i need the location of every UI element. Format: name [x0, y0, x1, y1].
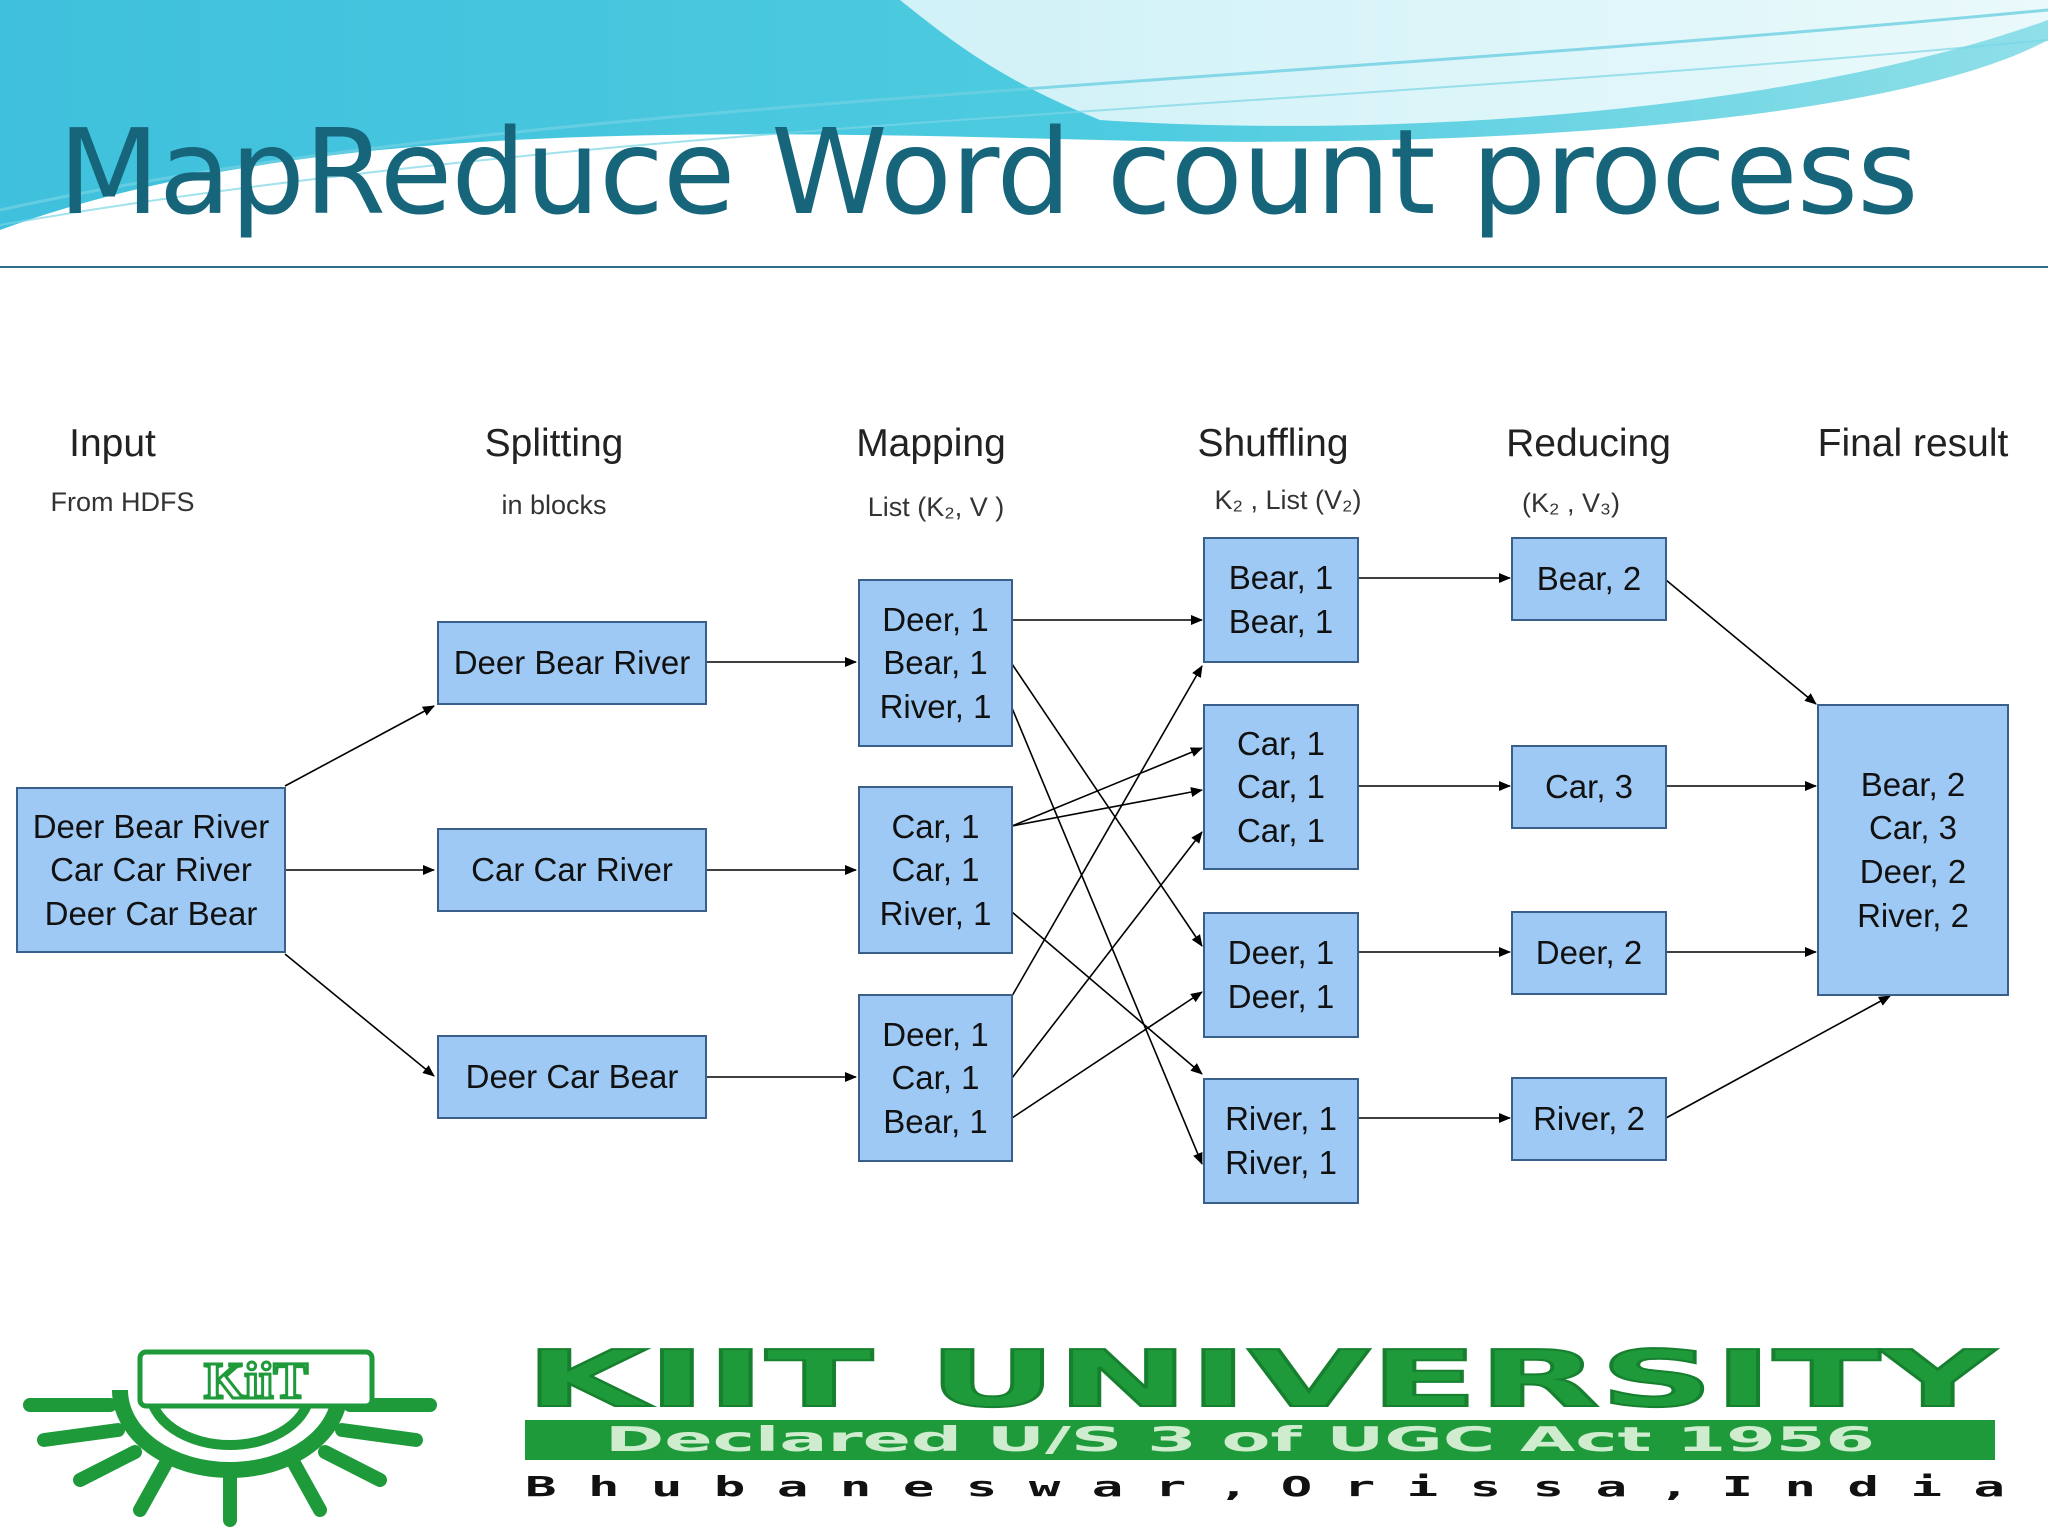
node-shuffle-bear: Bear, 1 Bear, 1: [1203, 537, 1359, 663]
node-split-2-line: Car Car River: [471, 851, 673, 889]
node-final-line-1: Bear, 2: [1860, 765, 1966, 803]
arrow-map3-deer: [1011, 665, 1203, 997]
stage-subtitle-shuffling: K₂ , List (V₂): [1214, 485, 1362, 515]
node-reduce-river-line: River, 2: [1533, 1100, 1645, 1138]
node-split-1-line: Deer Bear River: [453, 644, 691, 682]
node-map-3-line-3: Bear, 1: [883, 1102, 988, 1140]
node-reduce-car-line: Car, 3: [1544, 768, 1634, 806]
node-map-1: Deer, 1 Bear, 1 River, 1: [858, 579, 1013, 747]
node-shuffle-car-line-2: Car, 1: [1236, 768, 1326, 806]
node-shuffle-river-line-1: River, 1: [1225, 1100, 1337, 1138]
node-shuffle-bear-line-1: Bear, 1: [1228, 559, 1334, 597]
node-final-line-2: Car, 3: [1868, 809, 1958, 847]
kiit-tagline: Declared U/S 3 of UGC Act 1956: [605, 1420, 1875, 1460]
node-map-2-line-2: Car, 1: [891, 851, 980, 889]
arrow-red-river-final: [1665, 995, 1891, 1119]
stage-title-splitting: Splitting: [484, 422, 624, 465]
node-map-1-line-1: Deer, 1: [882, 600, 989, 638]
arrow-map3-bear: [1011, 991, 1203, 1119]
arrow-input-split3: [284, 953, 435, 1077]
node-reduce-car: Car, 3: [1511, 745, 1667, 829]
node-split-3: Deer Car Bear: [437, 1035, 707, 1119]
stage-title-input: Input: [69, 422, 156, 465]
node-map-2-line-3: River, 1: [879, 894, 992, 932]
arrow-map3-car: [1011, 831, 1203, 1079]
node-map-1-line-2: Bear, 1: [883, 644, 988, 682]
node-final-line-4: River, 2: [1857, 896, 1969, 934]
stage-title-mapping: Mapping: [856, 422, 1006, 465]
node-map-3-line-1: Deer, 1: [882, 1015, 989, 1053]
node-input-line-3: Deer Car Bear: [44, 894, 258, 932]
kiit-university-name: KIIT UNIVERSITY: [525, 1335, 1998, 1425]
node-shuffle-river-line-2: River, 1: [1225, 1144, 1337, 1181]
node-map-3: Deer, 1 Car, 1 Bear, 1: [858, 994, 1013, 1162]
arrow-map2-car-b: [1011, 787, 1203, 827]
stage-title-shuffling: Shuffling: [1197, 422, 1349, 465]
diagram-area: [0, 392, 2048, 1204]
node-map-3-line-2: Car, 1: [891, 1059, 980, 1097]
node-shuffle-deer: Deer, 1 Deer, 1: [1203, 912, 1359, 1038]
arrow-map1-deer: [1011, 663, 1203, 947]
node-split-2: Car Car River: [437, 828, 707, 912]
kiit-location: B h u b a n e s w a r , O r i s s a , I …: [525, 1470, 2005, 1503]
stage-subtitle-splitting: in blocks: [501, 490, 607, 520]
node-reduce-bear: Bear, 2: [1511, 537, 1667, 621]
kiit-tagline-band: [525, 1420, 1995, 1460]
node-final-result: Bear, 2 Car, 3 Deer, 2 River, 2: [1817, 704, 2009, 996]
slide-title: MapReduce Word count process: [58, 103, 1919, 241]
header-wave-highlight: [900, 0, 2048, 126]
stage-title-final-result: Final result: [1817, 422, 2009, 465]
node-shuffle-river: River, 1 River, 1: [1203, 1078, 1359, 1204]
node-reduce-deer-line: Deer, 2: [1535, 934, 1643, 972]
node-reduce-river: River, 2: [1511, 1077, 1667, 1161]
stage-subtitle-input: From HDFS: [50, 487, 195, 517]
arrow-map1-river: [1011, 707, 1203, 1165]
node-shuffle-car-line-3: Car, 1: [1236, 811, 1326, 849]
node-map-1-line-3: River, 1: [879, 687, 992, 725]
arrow-map2-river: [1011, 911, 1203, 1075]
node-final-line-3: Deer, 2: [1859, 853, 1967, 890]
node-shuffle-deer-line-2: Deer, 1: [1227, 978, 1335, 1015]
kiit-emblem-text: KiiT: [204, 1353, 308, 1410]
kiit-university-logo: KiiT KIIT UNIVERSITY Declared U/S 3 of U…: [23, 1334, 2005, 1527]
node-reduce-deer: Deer, 2: [1511, 911, 1667, 995]
node-shuffle-deer-line-1: Deer, 1: [1227, 934, 1335, 972]
node-split-1: Deer Bear River: [437, 621, 707, 705]
node-map-2-line-1: Car, 1: [891, 807, 980, 845]
node-input-line-2: Car Car River: [50, 851, 252, 889]
node-shuffle-car-line-1: Car, 1: [1236, 724, 1326, 762]
kiit-emblem: [23, 1349, 437, 1527]
node-shuffle-car: Car, 1 Car, 1 Car, 1: [1203, 704, 1359, 870]
node-split-3-line: Deer Car Bear: [465, 1058, 679, 1096]
arrow-red-bear-final: [1665, 579, 1817, 705]
stage-title-reducing: Reducing: [1506, 422, 1671, 465]
stage-subtitle-mapping: List (K₂, V ): [867, 492, 1005, 522]
node-input-line-1: Deer Bear River: [32, 807, 270, 845]
arrow-input-split1: [284, 705, 435, 787]
stage-subtitle-reducing: (K₂ , V₃): [1522, 488, 1620, 518]
title-divider: [0, 266, 2048, 268]
node-reduce-bear-line: Bear, 2: [1536, 560, 1642, 598]
arrow-map2-car-a: [1011, 747, 1203, 827]
node-shuffle-bear-line-2: Bear, 1: [1228, 603, 1334, 640]
node-input: Deer Bear River Car Car River Deer Car B…: [16, 787, 286, 953]
node-map-2: Car, 1 Car, 1 River, 1: [858, 786, 1013, 954]
